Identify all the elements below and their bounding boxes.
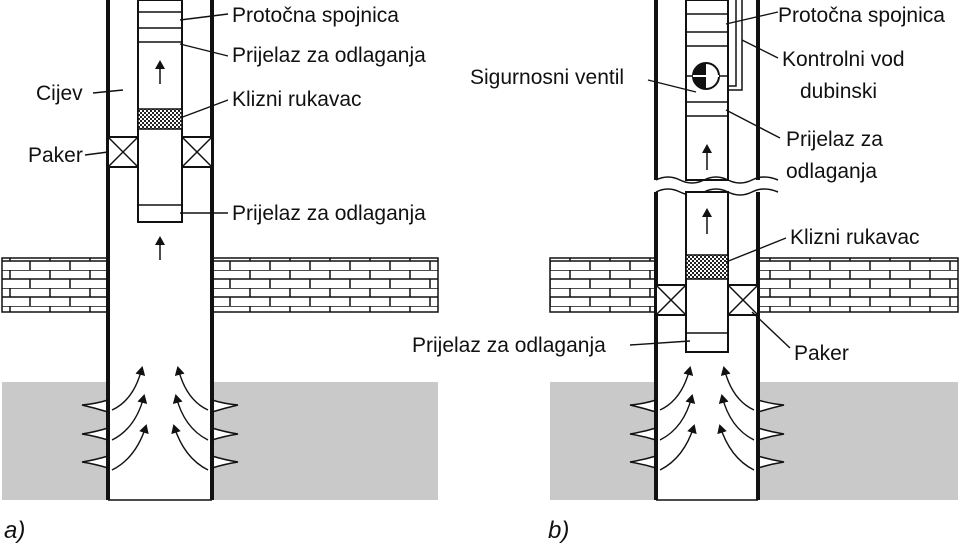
- inflow-arrows: [111, 366, 209, 471]
- packer-left-b: [655, 284, 687, 316]
- leader-flow-coupling-b: [725, 11, 779, 25]
- packer-left: [107, 136, 139, 168]
- brick-layer-left: [1, 257, 109, 313]
- perforations-left-b: [629, 390, 657, 478]
- caption-b: b): [548, 517, 569, 544]
- packer-right: [181, 136, 213, 168]
- leader-packer-b: [751, 311, 791, 349]
- label-nipple-top-b-1: Prijelaz za: [786, 128, 883, 151]
- brick-layer-left-b: [549, 257, 657, 313]
- label-flow-coupling: Protočna spojnica: [232, 4, 399, 27]
- leader-packer: [84, 151, 109, 156]
- safety-valve: [686, 62, 728, 90]
- caption-a: a): [4, 517, 25, 544]
- label-sliding-sleeve-b: Klizni rukavac: [790, 226, 920, 249]
- perforations-right: [211, 390, 239, 478]
- formation-left-b: [550, 382, 656, 500]
- brick-layer-right-b: [757, 257, 959, 313]
- brick-layer-right: [211, 257, 439, 313]
- leader-nipple-top: [179, 43, 229, 57]
- leader-safety-valve-b: [647, 79, 697, 93]
- label-packer-b: Paker: [794, 342, 849, 365]
- perforations-left: [81, 390, 109, 478]
- label-nipple-bottom: Prijelaz za odlaganja: [232, 202, 426, 225]
- control-line: [728, 0, 737, 87]
- diagram-a: Protočna spojnica Prijelaz za odlaganja …: [1, 0, 439, 544]
- label-packer: Paker: [28, 144, 83, 167]
- perforations-right-b: [757, 390, 785, 478]
- packer-right-b: [727, 284, 759, 316]
- leader-sliding-sleeve: [179, 99, 229, 119]
- label-control-line-1: Kontrolni vod: [782, 48, 905, 71]
- formation-right-b: [758, 382, 958, 500]
- label-nipple-bottom-b: Prijelaz za odlaganja: [412, 334, 606, 357]
- label-sliding-sleeve: Klizni rukavac: [232, 88, 362, 111]
- label-flow-coupling-b: Protočna spojnica: [778, 4, 945, 27]
- leader-sliding-sleeve-b: [725, 237, 787, 263]
- label-control-line-2: dubinski: [800, 80, 877, 103]
- leader-casing: [92, 89, 124, 94]
- break-line-bottom: [655, 188, 779, 196]
- sliding-sleeve-b: [685, 254, 729, 280]
- formation-left: [2, 382, 108, 500]
- leader-nipple-bottom-b: [629, 340, 691, 346]
- control-line-outer: [728, 0, 743, 91]
- diagram-b: Protočna spojnica Kontrolni vod dubinski…: [412, 0, 959, 544]
- sliding-sleeve: [137, 108, 183, 130]
- formation-right: [212, 382, 438, 500]
- label-casing: Cijev: [36, 82, 83, 105]
- label-nipple-top: Prijelaz za odlaganja: [232, 44, 426, 67]
- inflow-arrows-b: [659, 366, 755, 471]
- leader-nipple-top-b: [725, 109, 781, 139]
- leader-control-line-b: [741, 39, 779, 59]
- break-line-top: [655, 176, 779, 184]
- label-safety-valve: Sigurnosni ventil: [470, 66, 624, 89]
- leader-flow-coupling: [179, 13, 229, 21]
- label-nipple-top-b-2: odlaganja: [786, 160, 877, 183]
